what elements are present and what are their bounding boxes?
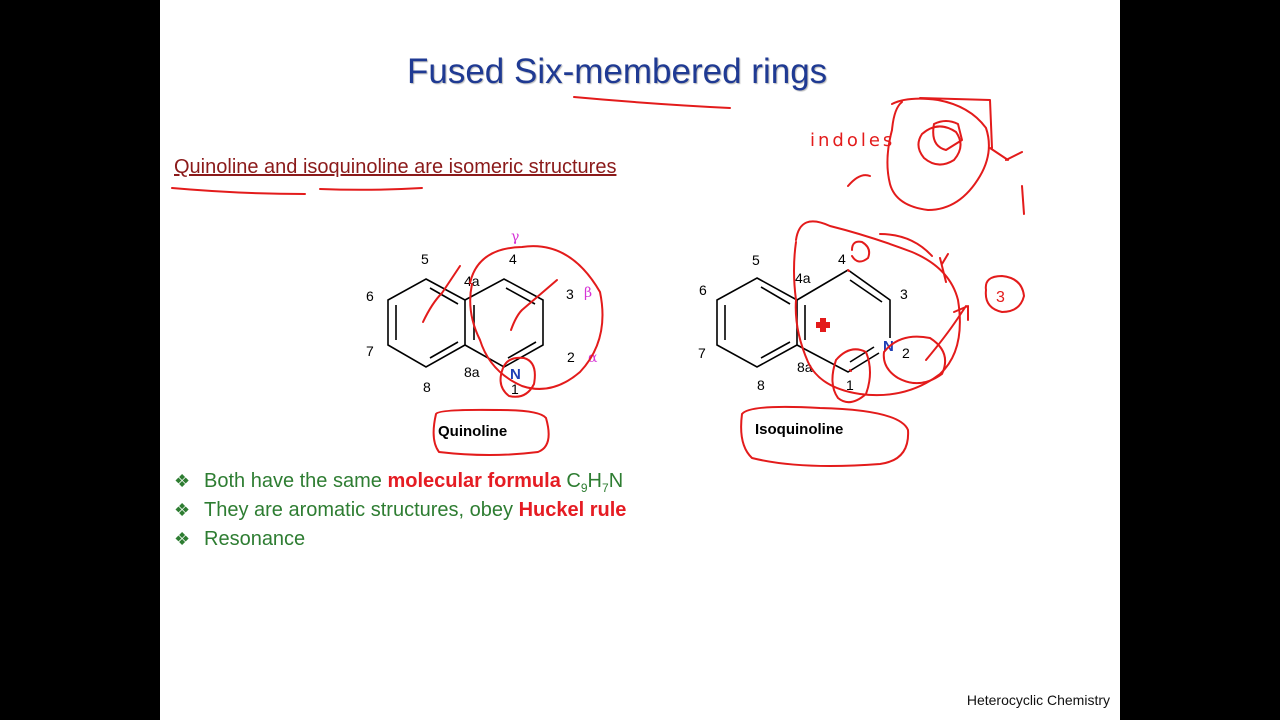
ink-indole-ring [917,125,962,166]
isoquinoline-label-6: 6 [699,282,707,298]
bullet-text: Both have the same [204,470,388,492]
isoquinoline-label-3: 3 [900,286,908,302]
ink-dot [847,269,852,372]
isoquinoline-double-bond [760,341,791,359]
bullet-text: Resonance [204,528,306,550]
quinoline-label-2: 2 [567,349,575,365]
ink-quinoline-name-box [432,408,550,456]
ink-quinoline-check [422,265,461,323]
isoquinoline-label-5: 5 [752,252,760,268]
quinoline-label-7: 7 [366,343,374,359]
ink-plus-sign [816,318,830,332]
formula-nitrogen: N [608,470,624,492]
structure-diagram: 5 6 7 8 4a 8a 4 3 2 1 N γ β α Quinoline [171,96,1025,467]
formula-carbon-count: 9 [580,481,588,495]
bullet-item: ❖ Resonance [174,526,626,555]
bullet-list: ❖ Both have the same molecular formula C9… [174,468,626,555]
ink-circled-number-text: 3 [996,289,1005,306]
quinoline-pyridine-ring [464,278,544,368]
bullet-item: ❖ Both have the same molecular formula C9… [174,468,626,497]
isoquinoline-label-4: 4 [838,251,846,267]
quinoline-label-3: 3 [566,286,574,302]
ink-quinoline-ring-circle [469,245,604,390]
bullet-highlight: molecular formula [387,470,561,492]
bullet-text: They are aromatic structures, obey [204,499,519,521]
quinoline-label-4a: 4a [464,273,480,289]
diamond-bullet-icon: ❖ [174,529,191,549]
isoquinoline-pyridine-ring [796,269,891,338]
ink-isoquinoline-n-loop [882,335,946,385]
ink-handwritten-note: indoles [810,130,895,151]
quinoline-label-8: 8 [423,379,431,395]
quinoline-benzo-ring [387,278,466,368]
ink-quinoline-check [510,279,558,331]
quinoline-label-4: 4 [509,251,517,267]
quinoline-gamma: γ [511,229,519,245]
isoquinoline-name: Isoquinoline [755,421,843,438]
ink-indole-sketch [886,97,990,211]
quinoline-structure: 5 6 7 8 4a 8a 4 3 2 1 N γ β α Quinoline [366,229,598,440]
ink-arrow [879,233,949,283]
isoquinoline-label-7: 7 [698,345,706,361]
molecular-formula: C9H7N [566,470,624,495]
ink-indole-bracket [847,97,993,187]
isoquinoline-structure: 5 6 7 8 4a 8a 4 3 2 1 N Isoquinoline [698,251,910,438]
quinoline-label-8a: 8a [464,364,480,380]
isoquinoline-double-bond [849,346,875,363]
bullet-item: ❖ They are aromatic structures, obey Huck… [174,497,626,526]
isoquinoline-double-bond [760,286,791,305]
ink-subtitle-underline [171,187,423,195]
quinoline-alpha: α [588,350,598,366]
formula-carbon: C [566,470,581,492]
isoquinoline-label-8: 8 [757,377,765,393]
ink-nitrogen-circle [499,356,536,398]
formula-hydrogen-count: 7 [602,481,609,495]
quinoline-name: Quinoline [438,423,507,440]
quinoline-nitrogen: N [510,366,521,383]
isoquinoline-double-bond [849,279,883,303]
ink-plus-sign-bar [820,318,826,332]
quinoline-label-6: 6 [366,288,374,304]
ink-circled-number [984,275,1025,313]
ink-isoquinoline-name-box [740,405,910,467]
diamond-bullet-icon: ❖ [174,500,191,520]
slide-subtitle: Quinoline and isoquinoline are isomeric … [174,156,617,178]
slide-footer: Heterocyclic Chemistry [966,692,1110,708]
ink-indole-lines [989,147,1025,215]
ink-isoquinoline-top-loop [851,240,871,263]
quinoline-beta: β [584,285,592,301]
slide-title: Fused Six-membered rings [407,52,828,91]
ink-isoquinoline-c1-loop [831,348,871,404]
isoquinoline-label-4a: 4a [795,270,811,286]
ink-isoquinoline-ring-circle [793,220,961,397]
quinoline-label-1: 1 [511,381,519,397]
ink-title-underline [573,96,731,109]
ink-indole-ring [932,120,963,151]
quinoline-double-bond [429,287,459,305]
isoquinoline-benzo-ring [716,277,798,368]
ink-annotations: 3 indoles [171,96,1025,467]
quinoline-double-bond [505,287,536,305]
quinoline-double-bond [507,341,537,359]
formula-hydrogen: H [587,470,602,492]
slide: Fused Six-membered rings Quinoline and i… [160,0,1120,720]
quinoline-double-bond [429,341,459,359]
isoquinoline-label-2: 2 [902,345,910,361]
ink-arrow [925,305,969,361]
quinoline-label-5: 5 [421,251,429,267]
bullet-highlight: Huckel rule [518,499,627,521]
diamond-bullet-icon: ❖ [174,471,191,491]
isoquinoline-label-1: 1 [846,377,854,393]
